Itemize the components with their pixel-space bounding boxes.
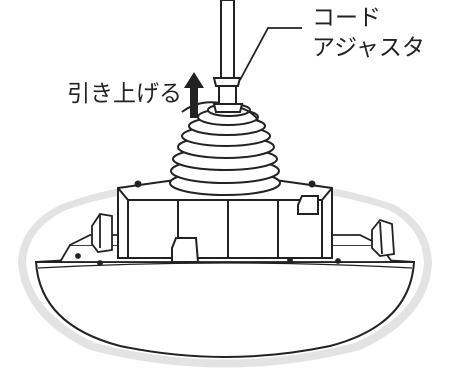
mounting-clip-left	[91, 213, 113, 253]
cord-adjuster-label-line2: アジャスタ	[312, 35, 425, 61]
central-housing	[117, 179, 333, 263]
cord-adjuster-label-line1: コード	[312, 5, 381, 31]
pull-up-arrow	[184, 72, 204, 118]
pull-up-label: 引き上げる	[67, 81, 182, 107]
callout-leader-line	[239, 27, 302, 81]
cord-adjuster	[212, 0, 244, 113]
mounting-clip-right	[371, 218, 395, 257]
coiled-power-cord	[169, 101, 281, 196]
